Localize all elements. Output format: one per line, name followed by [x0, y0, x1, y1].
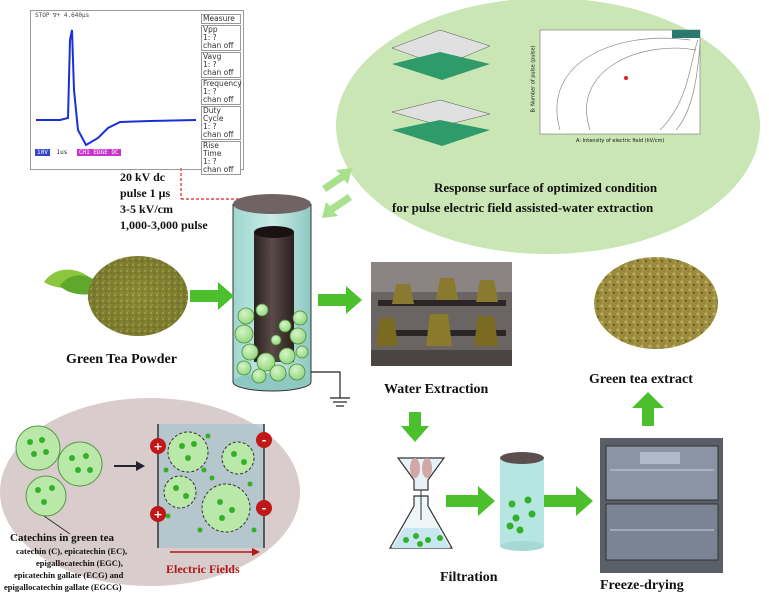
intact-cells	[15, 425, 103, 517]
label-filtration: Filtration	[440, 570, 498, 585]
svg-text:-: -	[262, 434, 267, 447]
catechins-line-4: epigallocatechin gallate (EGCG)	[4, 582, 122, 592]
filtered-vial	[500, 452, 544, 551]
tube-cells	[234, 303, 309, 384]
contour-xlabel: A: Intensity of electric field (kV/cm)	[576, 138, 665, 144]
flow-arrows	[190, 282, 664, 516]
released-catechins	[163, 433, 257, 533]
exchange-arrows	[322, 168, 352, 218]
filtration-apparatus	[388, 457, 454, 549]
pulse-param-count: 1,000-3,000 pulse	[120, 218, 208, 232]
catechins-line-2: epigallocatechin (EGC),	[36, 558, 123, 568]
response-surface-plots	[391, 29, 491, 146]
contour-ylabel: B: Number of pulse (pulse)	[530, 45, 537, 113]
contour-plot	[539, 29, 701, 135]
green-tea-extract-image	[594, 257, 718, 349]
positive-electrode-icons: + +	[150, 438, 166, 522]
timebase: 1us	[56, 149, 68, 156]
label-green-tea-extract: Green tea extract	[589, 372, 693, 387]
oscilloscope-top-readout: STOP ∇+ 4.640μs	[35, 12, 90, 19]
measure-menu-title: Measure	[201, 14, 241, 24]
ch1-scale: 10V	[35, 149, 50, 156]
pulse-param-voltage: 20 kV dc	[120, 170, 166, 184]
oscilloscope-bottom-bar: 10V 1us CH1 EDGE DC	[35, 149, 200, 156]
pulse-param-duration: pulse 1 μs	[120, 186, 171, 200]
label-electric-fields: Electric Fields	[166, 562, 240, 576]
catechins-title: Catechins in green tea	[10, 532, 114, 544]
svg-text:-: -	[262, 502, 267, 515]
response-surface-caption-2: for pulse electric field assisted-water …	[392, 200, 654, 215]
response-surface-caption-1: Response surface of optimized condition	[434, 180, 658, 195]
svg-text:+: +	[153, 440, 162, 453]
intact-cell-dots	[27, 437, 93, 505]
catechins-line-3: epicatechin gallate (ECG) and	[14, 570, 124, 580]
catechins-line-1: catechin (C), epicatechin (EC),	[16, 546, 128, 556]
water-extraction-photo	[371, 262, 512, 366]
transition-arrow	[114, 461, 145, 471]
label-green-tea-powder: Green Tea Powder	[66, 352, 177, 367]
pulse-param-field: 3-5 kV/cm	[120, 202, 173, 216]
electric-field-arrow	[170, 548, 260, 556]
ground-icon	[311, 371, 350, 407]
svg-text:+: +	[153, 508, 162, 521]
freeze-dryer-photo	[600, 438, 723, 573]
catechin-pointer	[43, 515, 71, 535]
negative-electrode-icons: - -	[256, 432, 272, 516]
oscilloscope-trace	[36, 29, 197, 147]
label-water-extraction: Water Extraction	[384, 382, 489, 397]
trigger-settings: CH1 EDGE DC	[76, 149, 121, 156]
label-freeze-drying: Freeze-drying	[600, 578, 684, 593]
